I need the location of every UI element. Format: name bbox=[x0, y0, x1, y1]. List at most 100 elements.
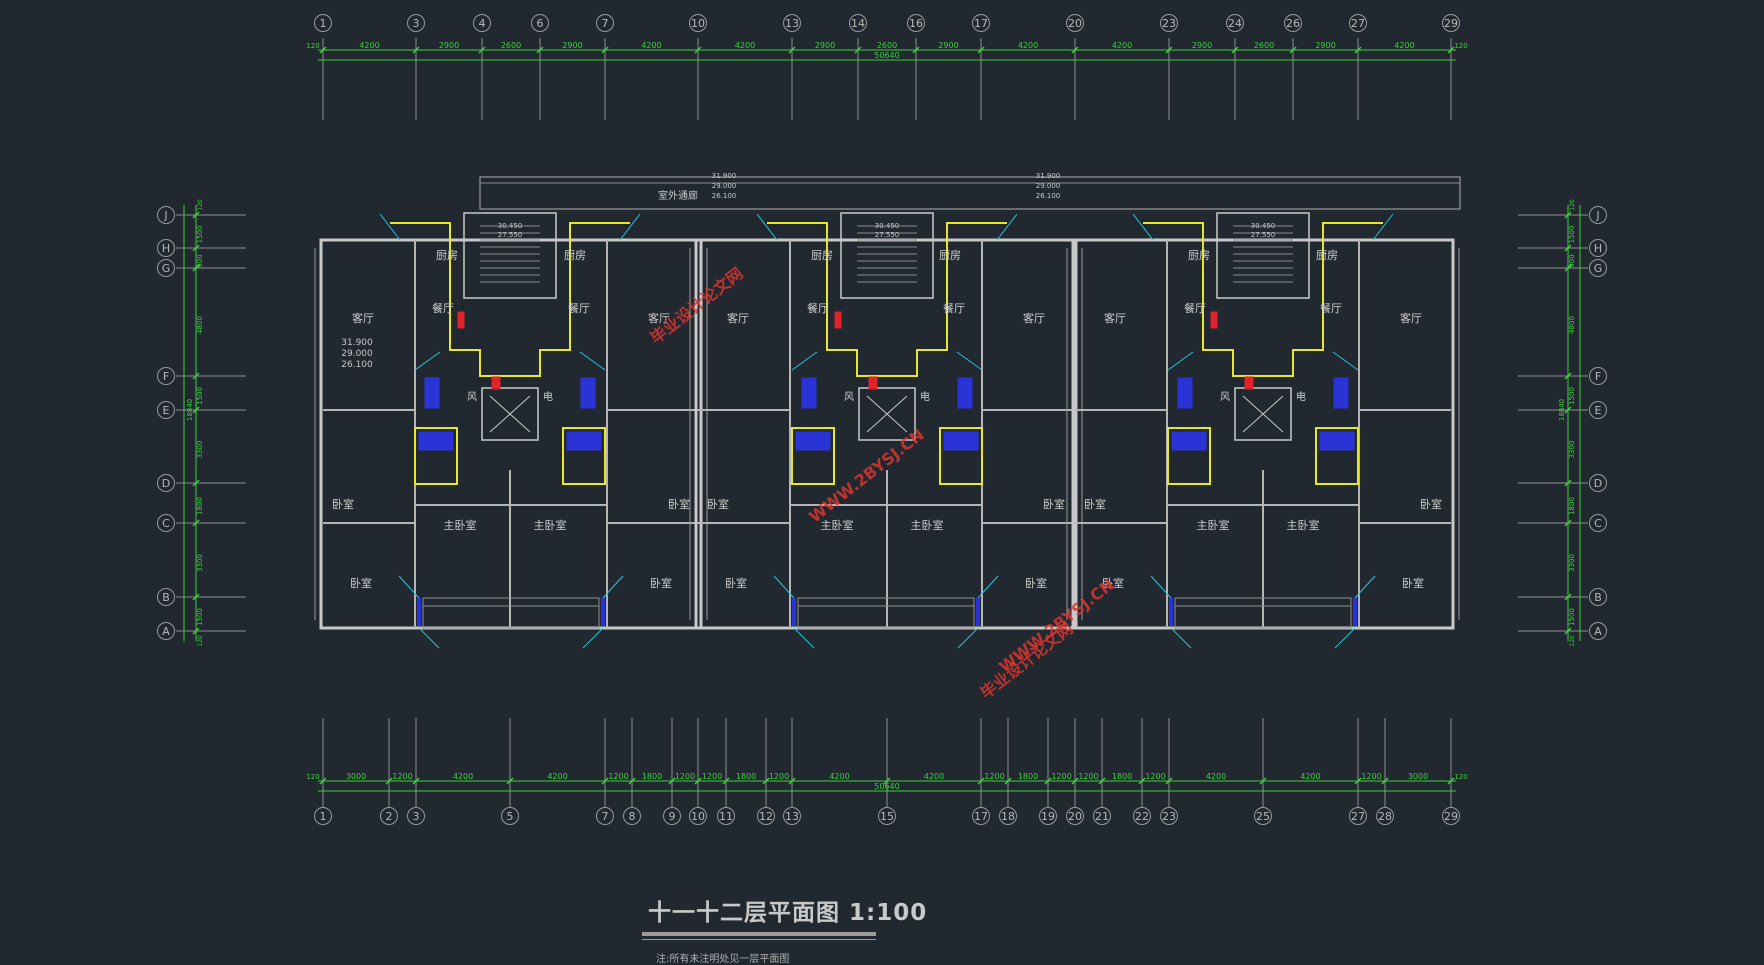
left-axis-bubble-circle bbox=[157, 367, 175, 385]
unit-leader-line bbox=[1372, 213, 1394, 241]
bottom-axis-bubble-label: 10 bbox=[691, 810, 705, 823]
bottom-axis-bubble-label: 28 bbox=[1378, 810, 1392, 823]
top-dim-tick bbox=[536, 46, 544, 54]
bottom-axis-bubble-label: 21 bbox=[1095, 810, 1109, 823]
bottom-axis-bubble-circle bbox=[1442, 807, 1460, 825]
bottom-dim-tick bbox=[1447, 777, 1455, 785]
top-axis-bubble-label: 20 bbox=[1068, 17, 1082, 30]
room-bedroom-label: 卧室 bbox=[332, 497, 354, 511]
room-bedroom-label: 卧室 bbox=[1043, 497, 1065, 511]
top-dim-tick bbox=[1231, 46, 1239, 54]
room-electric-shaft-label: 电 bbox=[920, 390, 930, 403]
unit-leader-line bbox=[414, 351, 441, 371]
unit-leader-line bbox=[1170, 627, 1192, 649]
top-dim-text: 4200 bbox=[1394, 41, 1414, 50]
unit-leader-line bbox=[793, 627, 815, 649]
left-axis-bubble-label: H bbox=[162, 242, 170, 255]
unit-block-3: 30.45027.550厨房厨房餐厅餐厅客厅客厅卧室卧室卧室卧室主卧室主卧室风电 bbox=[1066, 212, 1460, 649]
top-edge-dim: 120 bbox=[306, 42, 319, 50]
unit-shower bbox=[580, 377, 596, 409]
room-master-bedroom-label: 主卧室 bbox=[821, 518, 854, 532]
unit-fire-hydrant bbox=[1244, 376, 1254, 390]
room-master-bedroom-label: 主卧室 bbox=[1197, 518, 1230, 532]
bottom-dim-text: 1800 bbox=[736, 772, 756, 781]
top-dim-tick bbox=[478, 46, 486, 54]
unit-block-1: 30.45027.550厨房厨房餐厅餐厅客厅客厅卧室卧室卧室卧室主卧室主卧室风电… bbox=[314, 212, 708, 649]
unit-bathtub bbox=[1319, 431, 1355, 451]
side-edge-dim: 120 bbox=[1569, 635, 1576, 647]
room-dining-label: 餐厅 bbox=[1320, 301, 1342, 315]
left-axis-bubble-label: G bbox=[162, 262, 171, 275]
room-bedroom-label: 卧室 bbox=[1084, 497, 1106, 511]
unit-leader-line bbox=[1150, 575, 1172, 599]
corridor-elevation: 26.100 bbox=[712, 192, 737, 200]
top-dim-tick bbox=[1289, 46, 1297, 54]
bottom-dim-text: 3000 bbox=[346, 772, 366, 781]
bottom-axis-bubble-circle bbox=[783, 807, 801, 825]
title-underline bbox=[642, 932, 876, 936]
left-axis-bubble-circle bbox=[157, 474, 175, 492]
top-overall-dim: 50640 bbox=[874, 51, 899, 60]
room-master-bedroom-label: 主卧室 bbox=[1287, 518, 1320, 532]
bottom-dim-text: 1200 bbox=[702, 772, 722, 781]
left-axis-bubble-label: C bbox=[162, 517, 170, 530]
side-dim-text: 1500 bbox=[1568, 608, 1576, 626]
unit-elevation-label: 31.900 bbox=[341, 338, 373, 348]
bottom-dim-tick bbox=[788, 777, 796, 785]
top-axis-bubble-label: 17 bbox=[974, 17, 988, 30]
bottom-axis-bubble-label: 15 bbox=[880, 810, 894, 823]
bottom-axis-bubble-circle bbox=[1254, 807, 1272, 825]
side-dim-text: 1500 bbox=[1568, 387, 1576, 405]
bottom-axis-bubble-label: 9 bbox=[669, 810, 676, 823]
top-dim-tick bbox=[854, 46, 862, 54]
bottom-axis-bubble-label: 12 bbox=[759, 810, 773, 823]
right-axis-bubble-circle bbox=[1589, 622, 1607, 640]
bottom-axis-bubble-label: 18 bbox=[1001, 810, 1015, 823]
corridor-elevation: 31.900 bbox=[712, 172, 737, 180]
top-axis-bubble-label: 16 bbox=[909, 17, 923, 30]
top-dim-text: 4200 bbox=[735, 41, 755, 50]
unit-leader-line bbox=[977, 575, 999, 599]
unit-leader-line bbox=[418, 627, 440, 649]
bottom-axis-bubble-circle bbox=[757, 807, 775, 825]
room-living-label: 客厅 bbox=[1104, 311, 1126, 325]
room-master-bedroom-label: 主卧室 bbox=[911, 518, 944, 532]
top-dim-text: 2600 bbox=[1254, 41, 1274, 50]
room-dining-label: 餐厅 bbox=[807, 301, 829, 315]
top-dim-tick bbox=[1165, 46, 1173, 54]
unit-fire-hydrant bbox=[868, 376, 878, 390]
bottom-axis-bubble-label: 29 bbox=[1444, 810, 1458, 823]
bottom-axis-bubble-circle bbox=[407, 807, 425, 825]
top-dim-tick bbox=[1447, 46, 1455, 54]
unit-bathtub bbox=[1171, 431, 1207, 451]
top-axis-bubble-circle bbox=[849, 14, 867, 32]
side-dim-text: 1500 bbox=[196, 226, 204, 244]
unit-fire-hydrant bbox=[834, 311, 842, 329]
side-overall-dim: 18840 bbox=[186, 399, 194, 421]
bottom-dim-text: 4200 bbox=[924, 772, 944, 781]
left-axis-bubble-circle bbox=[157, 206, 175, 224]
unit-fire-hydrant bbox=[1210, 311, 1218, 329]
bottom-dim-tick bbox=[1071, 777, 1079, 785]
side-dim-tick bbox=[192, 372, 200, 380]
unit-leader-line bbox=[379, 213, 401, 241]
bottom-axis-bubble-label: 2 bbox=[386, 810, 393, 823]
room-living-label: 客厅 bbox=[1023, 311, 1045, 325]
unit-elevator-cross bbox=[866, 395, 908, 433]
room-dining-label: 餐厅 bbox=[943, 301, 965, 315]
unit-leader-line bbox=[791, 351, 818, 371]
top-axis-bubble-circle bbox=[1160, 14, 1178, 32]
unit-bathtub bbox=[795, 431, 831, 451]
side-dim-text: 3300 bbox=[196, 554, 204, 572]
side-dim-tick bbox=[1564, 519, 1572, 527]
bottom-axis-bubble-label: 23 bbox=[1162, 810, 1176, 823]
bottom-dim-tick bbox=[628, 777, 636, 785]
side-dim-text: 3300 bbox=[196, 441, 204, 459]
unit-leader-line bbox=[957, 627, 979, 649]
side-dim-tick bbox=[1564, 211, 1572, 219]
side-dim-tick bbox=[1564, 264, 1572, 272]
bottom-axis-bubble-label: 27 bbox=[1351, 810, 1365, 823]
room-living-label: 客厅 bbox=[727, 311, 749, 325]
bottom-axis-bubble-circle bbox=[1160, 807, 1178, 825]
